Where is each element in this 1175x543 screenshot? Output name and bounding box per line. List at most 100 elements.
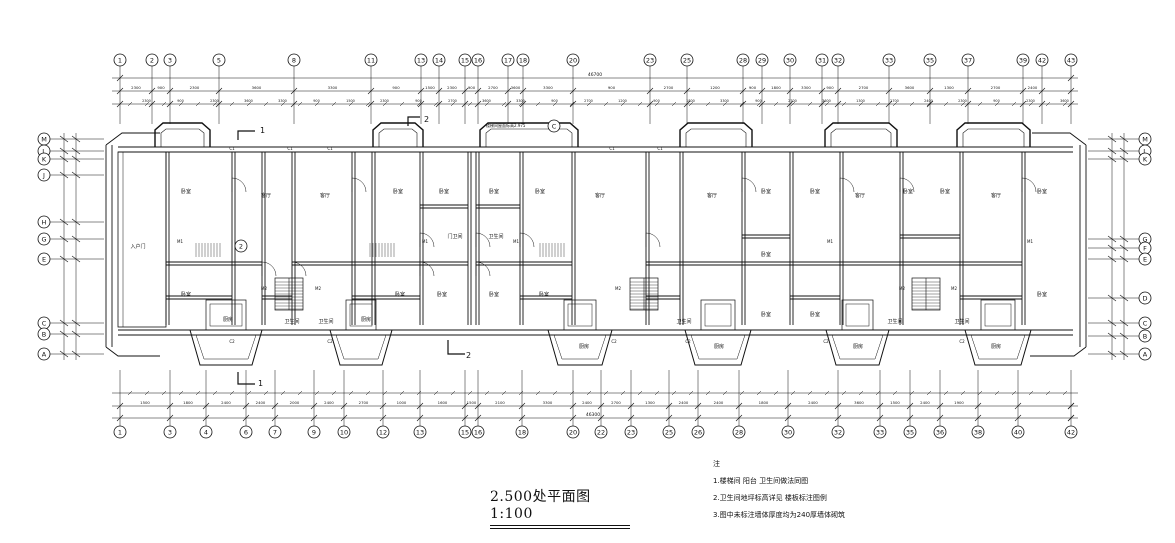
drawing-notes: 注 1.楼梯间 阳台 卫生间做法同图 2.卫生间地坪标高详见 楼板标注图例 3.… bbox=[713, 456, 845, 524]
dim-value-bottom: 3600 bbox=[854, 400, 864, 405]
door-swing bbox=[419, 232, 435, 248]
dim-tick-fine-bottom bbox=[365, 390, 371, 396]
dim-tick-fine-top bbox=[416, 101, 422, 107]
axis-label-bottom: 38 bbox=[974, 429, 982, 437]
dim-tick-fine-bottom bbox=[960, 390, 966, 396]
dim-tick-fine-bottom bbox=[484, 390, 490, 396]
dim-value-top: 1800 bbox=[771, 85, 781, 90]
dim-tick-fine-top bbox=[399, 101, 405, 107]
axis-label-bottom: 10 bbox=[340, 429, 348, 437]
kitchen-box bbox=[841, 299, 874, 331]
axis-label-top: 43 bbox=[1067, 57, 1075, 65]
dim-value-bottom: 2400 bbox=[714, 400, 724, 405]
kitchen-box-inner bbox=[209, 303, 243, 327]
notes-heading: 注 bbox=[713, 460, 720, 468]
dim-tick-fine-top bbox=[790, 101, 796, 107]
dim-value-bottom: 1300 bbox=[645, 400, 655, 405]
dim-value-fine-top: 900 bbox=[755, 99, 761, 103]
corner-se bbox=[1030, 346, 1087, 357]
dim-value-fine-top: 2300 bbox=[1026, 99, 1035, 103]
dim-value-fine-top: 3600 bbox=[244, 99, 253, 103]
dim-tick-fine-top bbox=[263, 101, 269, 107]
door-swing bbox=[475, 232, 491, 248]
room-label: 卧室 bbox=[439, 188, 449, 195]
room-label: 卫生间 bbox=[488, 233, 503, 240]
dim-tick-fine-bottom bbox=[739, 390, 745, 396]
axis-label-left: G bbox=[41, 236, 46, 244]
dim-value-fine-top: 2300 bbox=[958, 99, 967, 103]
section-label-2-bottom: 2 bbox=[466, 351, 471, 360]
dim-value-fine-top: 1200 bbox=[618, 99, 627, 103]
dim-tick-fine-bottom bbox=[416, 390, 422, 396]
north-bay bbox=[679, 122, 753, 147]
axis-label-top: 13 bbox=[417, 57, 425, 65]
dim-tick-fine-bottom bbox=[229, 390, 235, 396]
dim-value-fine-top: 2700 bbox=[788, 99, 797, 103]
dim-value-fine-top: 1300 bbox=[856, 99, 865, 103]
dim-tick-fine-top bbox=[178, 101, 184, 107]
dim-value-bottom: 1000 bbox=[397, 400, 407, 405]
axis-label-right: L bbox=[1143, 148, 1147, 156]
room-label: 门卫间 bbox=[447, 233, 462, 240]
dim-tick-fine-bottom bbox=[501, 390, 507, 396]
dim-value-bottom: 2100 bbox=[495, 400, 505, 405]
dim-value-top: 900 bbox=[749, 85, 757, 90]
opening-mark: C1 bbox=[609, 146, 615, 151]
dim-tick-fine-bottom bbox=[705, 390, 711, 396]
dim-tick-fine-bottom bbox=[586, 390, 592, 396]
corner-nw bbox=[105, 132, 160, 146]
axis-label-left: E bbox=[42, 256, 46, 264]
dim-tick-fine-top bbox=[824, 101, 830, 107]
room-label: 卧室 bbox=[903, 188, 913, 195]
dim-value-fine-top: 2700 bbox=[890, 99, 899, 103]
axis-label-top: 32 bbox=[834, 57, 842, 65]
dim-tick-fine-bottom bbox=[943, 390, 949, 396]
axis-label-top: 2 bbox=[150, 57, 154, 65]
dim-value-bottom: 2400 bbox=[324, 400, 334, 405]
south-balcony bbox=[825, 329, 890, 366]
room-label: 入户门 bbox=[130, 243, 145, 250]
axis-label-right: A bbox=[1143, 351, 1148, 359]
axis-label-bottom: 4 bbox=[204, 429, 208, 437]
room-label: 卧室 bbox=[761, 251, 771, 258]
dim-value-bottom: 2400 bbox=[920, 400, 930, 405]
dim-tick-fine-top bbox=[569, 101, 575, 107]
door-swing bbox=[291, 261, 307, 277]
room-label: 卫生间 bbox=[318, 318, 333, 325]
dim-value-top: 2300 bbox=[131, 85, 141, 90]
dim-tick-fine-top bbox=[739, 101, 745, 107]
dim-value-bottom: 2400 bbox=[256, 400, 266, 405]
room-label: 客厅 bbox=[261, 192, 271, 199]
dim-value-top: 3600 bbox=[905, 85, 915, 90]
axis-label-top: 39 bbox=[1019, 57, 1027, 65]
dim-tick-fine-bottom bbox=[552, 390, 558, 396]
axis-label-bottom: 20 bbox=[569, 429, 577, 437]
axis-label-top: 29 bbox=[758, 57, 766, 65]
dim-value-fine-top: 2300 bbox=[142, 99, 151, 103]
axis-label-bottom: 12 bbox=[379, 429, 387, 437]
dim-tick-fine-bottom bbox=[382, 390, 388, 396]
door-swing bbox=[1021, 177, 1037, 193]
north-bay-inner bbox=[160, 128, 205, 147]
dim-tick-fine-bottom bbox=[977, 390, 983, 396]
opening-mark: M1 bbox=[1027, 239, 1033, 244]
callout-circle-2 bbox=[234, 239, 248, 253]
dim-tick-fine-top bbox=[1062, 101, 1068, 107]
section-cut-2-bottom bbox=[447, 340, 465, 355]
dim-tick-fine-bottom bbox=[773, 390, 779, 396]
dim-value-top: 3600 bbox=[252, 85, 262, 90]
axis-label-top: 3 bbox=[168, 57, 172, 65]
dim-tick-fine-top bbox=[195, 101, 201, 107]
dim-value-top: 3300 bbox=[543, 85, 553, 90]
dim-value-top: 2700 bbox=[664, 85, 674, 90]
dim-value-top: 2700 bbox=[488, 85, 498, 90]
north-bay bbox=[372, 122, 424, 147]
dim-tick-fine-top bbox=[807, 101, 813, 107]
axis-label-right: G bbox=[1142, 236, 1147, 244]
room-label: 卧室 bbox=[489, 291, 499, 298]
dim-value-fine-top: 900 bbox=[415, 99, 421, 103]
dim-tick-fine-bottom bbox=[858, 390, 864, 396]
dim-value-fine-top: 3300 bbox=[516, 99, 525, 103]
axis-label-left: J bbox=[42, 172, 45, 180]
